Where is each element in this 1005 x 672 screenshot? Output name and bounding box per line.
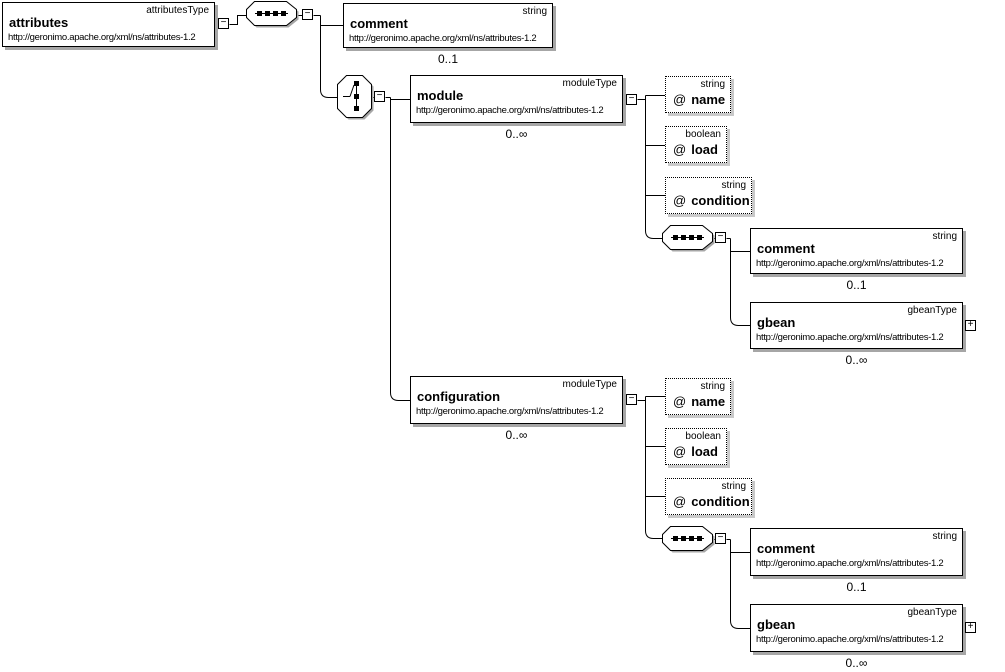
type-label: moduleType xyxy=(562,379,617,390)
type-label: moduleType xyxy=(562,78,617,89)
attribute-prefix: @ xyxy=(673,494,687,509)
attribute-module-condition[interactable]: string @ condition xyxy=(665,177,752,214)
occurrence-label: 0..1 xyxy=(437,52,458,66)
attribute-name: condition xyxy=(691,193,750,208)
element-namespace: http://geronimo.apache.org/xml/ns/attrib… xyxy=(416,105,604,116)
sequence-icon[interactable] xyxy=(246,1,301,29)
element-name: gbean xyxy=(757,315,796,330)
attribute-name: load xyxy=(691,444,718,459)
occurrence-label: 0..∞ xyxy=(845,353,868,367)
type-label: attributesType xyxy=(146,5,209,16)
attribute-prefix: @ xyxy=(673,394,687,409)
expand-button[interactable]: + xyxy=(965,320,976,331)
minus-icon: − xyxy=(717,231,724,242)
attribute-configuration-name[interactable]: string @ name xyxy=(665,378,731,415)
collapse-button[interactable]: − xyxy=(626,94,637,105)
element-module[interactable]: moduleType module http://geronimo.apache… xyxy=(410,75,623,123)
type-label: string xyxy=(721,481,746,492)
type-label: string xyxy=(522,6,547,17)
collapse-button[interactable]: − xyxy=(626,394,637,405)
occurrence-label: 0..∞ xyxy=(505,428,528,442)
element-name: configuration xyxy=(417,389,501,404)
collapse-button[interactable]: − xyxy=(715,232,726,243)
minus-icon: − xyxy=(220,17,227,28)
element-namespace: http://geronimo.apache.org/xml/ns/attrib… xyxy=(8,32,196,43)
type-label: gbeanType xyxy=(907,305,958,316)
attribute-prefix: @ xyxy=(673,142,687,157)
attribute-module-load[interactable]: boolean @ load xyxy=(665,126,727,163)
type-label: gbeanType xyxy=(907,607,958,618)
attribute-configuration-load[interactable]: boolean @ load xyxy=(665,428,727,465)
collapse-button[interactable]: − xyxy=(374,91,385,102)
element-comment-top[interactable]: string comment http://geronimo.apache.or… xyxy=(343,3,553,48)
element-name: attributes xyxy=(9,15,69,30)
element-namespace: http://geronimo.apache.org/xml/ns/attrib… xyxy=(349,33,537,44)
minus-icon: − xyxy=(628,93,635,104)
minus-icon: − xyxy=(717,532,724,543)
element-namespace: http://geronimo.apache.org/xml/ns/attrib… xyxy=(756,634,944,645)
attribute-module-name[interactable]: string @ name xyxy=(665,76,731,113)
element-attributes[interactable]: attributesType attributes http://geronim… xyxy=(2,2,215,47)
occurrence-label: 0..∞ xyxy=(505,127,528,141)
attribute-prefix: @ xyxy=(673,193,687,208)
element-namespace: http://geronimo.apache.org/xml/ns/attrib… xyxy=(756,558,944,569)
type-label: string xyxy=(700,381,725,392)
element-configuration-comment[interactable]: string comment http://geronimo.apache.or… xyxy=(750,528,963,576)
type-label: string xyxy=(932,531,957,542)
type-label: boolean xyxy=(685,129,721,140)
element-namespace: http://geronimo.apache.org/xml/ns/attrib… xyxy=(756,332,944,343)
element-configuration-gbean[interactable]: gbeanType gbean http://geronimo.apache.o… xyxy=(750,604,963,652)
collapse-button[interactable]: − xyxy=(218,18,229,29)
occurrence-label: 0..1 xyxy=(846,278,867,292)
attribute-configuration-condition[interactable]: string @ condition xyxy=(665,478,752,515)
type-label: string xyxy=(700,79,725,90)
sequence-icon[interactable] xyxy=(662,225,717,253)
plus-icon: + xyxy=(967,621,974,632)
choice-icon[interactable] xyxy=(337,75,376,122)
element-name: gbean xyxy=(757,617,796,632)
attribute-name: load xyxy=(691,142,718,157)
occurrence-label: 0..∞ xyxy=(845,656,868,670)
plus-icon: + xyxy=(967,319,974,330)
attribute-name: condition xyxy=(691,494,750,509)
type-label: string xyxy=(932,231,957,242)
attribute-name: name xyxy=(691,92,726,107)
minus-icon: − xyxy=(304,8,311,19)
element-name: comment xyxy=(350,16,408,31)
element-name: comment xyxy=(757,241,815,256)
attribute-prefix: @ xyxy=(673,444,687,459)
sequence-icon[interactable] xyxy=(662,526,717,554)
minus-icon: − xyxy=(376,90,383,101)
collapse-button[interactable]: − xyxy=(302,9,313,20)
minus-icon: − xyxy=(628,393,635,404)
element-module-comment[interactable]: string comment http://geronimo.apache.or… xyxy=(750,228,963,274)
occurrence-label: 0..1 xyxy=(846,580,867,594)
attribute-prefix: @ xyxy=(673,92,687,107)
expand-button[interactable]: + xyxy=(965,622,976,633)
type-label: string xyxy=(721,180,746,191)
collapse-button[interactable]: − xyxy=(715,533,726,544)
element-configuration[interactable]: moduleType configuration http://geronimo… xyxy=(410,376,623,424)
element-module-gbean[interactable]: gbeanType gbean http://geronimo.apache.o… xyxy=(750,302,963,349)
element-name: comment xyxy=(757,541,815,556)
element-name: module xyxy=(417,88,464,103)
attribute-name: name xyxy=(691,394,726,409)
element-namespace: http://geronimo.apache.org/xml/ns/attrib… xyxy=(756,258,944,269)
type-label: boolean xyxy=(685,431,721,442)
element-namespace: http://geronimo.apache.org/xml/ns/attrib… xyxy=(416,406,604,417)
